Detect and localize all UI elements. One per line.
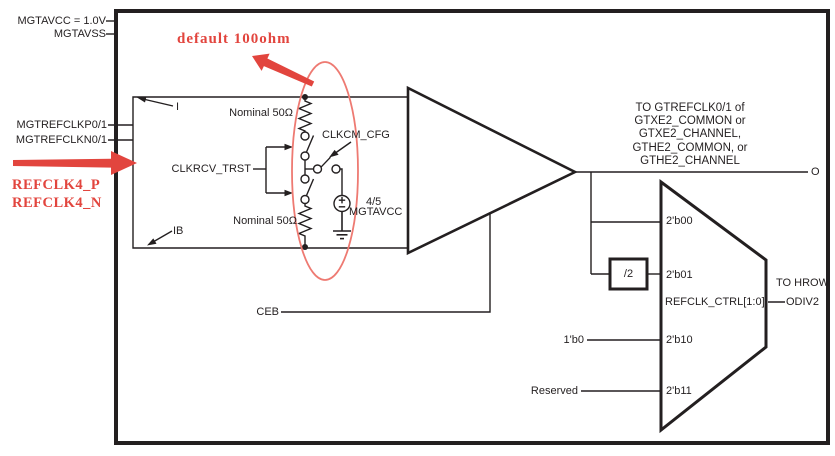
pin-ib-label: IB [173, 225, 184, 237]
series-resistor-bottom [297, 203, 313, 247]
clkrcv-trst-label: CLKRCV_TRST [171, 163, 251, 175]
mux-input-lines [581, 339, 661, 392]
refclk-mux [659, 179, 768, 434]
mgtavcc-label: MGTAVCC = 1.0V [17, 15, 106, 27]
power-stub-lines [106, 20, 114, 35]
mux-in11-label: 2'b11 [666, 385, 692, 397]
annotation-refclk4-p: REFCLK4_P [12, 177, 101, 193]
dest-line-4: GTHE2_COMMON, or [632, 141, 748, 154]
pin-leader-arrows [137, 96, 174, 246]
nominal50-top-label: Nominal 50Ω [229, 107, 293, 119]
ibuf-outline [132, 96, 408, 249]
o-pin-label: O [811, 166, 820, 178]
red-arrow-up-left [252, 53, 315, 87]
termination-resistor-chain [297, 94, 315, 250]
odiv2-label: ODIV2 [786, 296, 820, 308]
ceb-line [281, 213, 491, 313]
mux-in10-label: 2'b10 [666, 334, 693, 346]
dest-line-1: TO GTREFCLK0/1 of [635, 102, 745, 114]
div2-label: /2 [623, 268, 634, 280]
mgtrefclkp-label: MGTREFCLKP0/1 [16, 119, 107, 131]
pin-i-label: I [176, 101, 180, 113]
clkcm-cfg-arrow [329, 141, 352, 158]
nominal50-bottom-label: Nominal 50Ω [233, 215, 297, 227]
to-hrow-label: TO HROW [776, 277, 829, 289]
mgtrefclkn-label: MGTREFCLKN0/1 [15, 134, 107, 146]
annotation-refclk4-n: REFCLK4_N [12, 195, 102, 211]
voltage-source [333, 194, 351, 213]
input-lines [108, 124, 133, 141]
series-resistor-top [297, 97, 313, 132]
clkcm-cfg-label: CLKCM_CFG [322, 129, 390, 141]
mux-in01-label: 2'b01 [666, 269, 693, 281]
outer-block-border [114, 9, 830, 445]
tie-low-label: 1'b0 [563, 334, 584, 346]
mux-ctrl-label: REFCLK_CTRL[1:0] [665, 296, 765, 308]
mux-in00-label: 2'b00 [666, 215, 693, 227]
common-mode-switch [305, 156, 343, 196]
red-annotations [13, 53, 359, 281]
output-destination-text: TO GTREFCLK0/1 of GTXE2_COMMON or GTXE2_… [612, 102, 768, 168]
buffer-triangle [406, 85, 578, 256]
divider-branch [590, 172, 661, 275]
dest-line-3: GTXE2_CHANNEL, [638, 128, 742, 141]
red-ellipse-annotation [291, 61, 359, 281]
ceb-label: CEB [256, 306, 279, 318]
vsrc-rail-label: MGTAVCC [349, 206, 403, 218]
clkrcv-trst-arrows [253, 143, 293, 197]
div2-box [608, 257, 649, 291]
annotation-default-100ohm: default 100ohm [177, 31, 291, 47]
ground-symbol [333, 211, 351, 240]
dest-line-2: GTXE2_COMMON or [634, 115, 746, 128]
dest-line-5: GTHE2_CHANNEL [640, 154, 740, 167]
vsrc-ratio-label: 4/5 [366, 196, 382, 208]
mgtavss-label: MGTAVSS [53, 28, 106, 40]
red-arrow-right [13, 151, 137, 175]
reserved-label: Reserved [530, 385, 578, 397]
